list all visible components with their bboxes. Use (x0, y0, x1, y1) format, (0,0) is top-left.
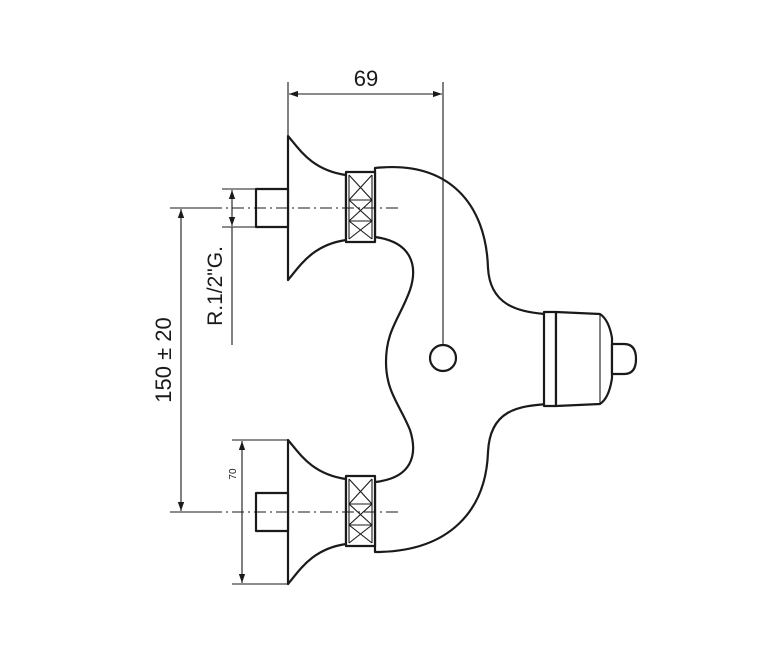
dimension-thread (222, 188, 256, 345)
top-nut-knurl (348, 174, 373, 240)
center-screw-circle (428, 343, 458, 373)
bottom-nut (344, 474, 377, 548)
dimension-70 (232, 439, 288, 585)
dimension-center-distance (170, 207, 210, 513)
label-thread: R.1/2"G. (204, 246, 227, 326)
cartridge-knob (610, 342, 638, 376)
label-70: 70 (228, 468, 239, 480)
dimension-69 (287, 82, 444, 345)
bottom-nut-knurl (348, 478, 373, 544)
mixer-body (373, 165, 550, 554)
top-nut (344, 170, 377, 244)
cartridge-collar (542, 310, 558, 408)
cartridge-cap (554, 310, 614, 408)
label-center-distance: 150 ± 20 (151, 317, 176, 402)
label-69: 69 (354, 66, 378, 91)
